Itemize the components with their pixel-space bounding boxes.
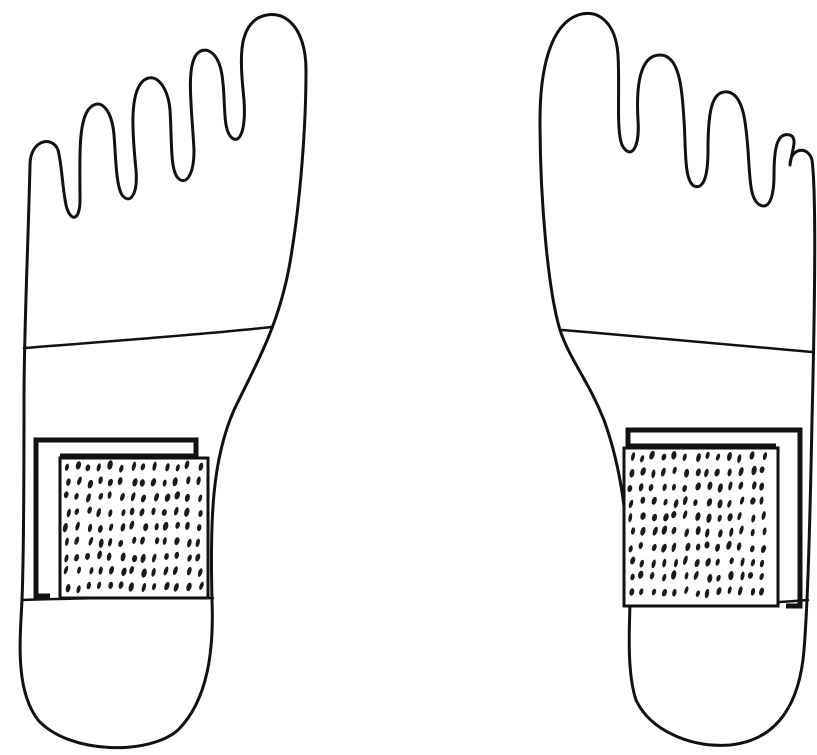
left-foot-outline [20, 14, 306, 747]
right-foot-outline [540, 13, 815, 745]
right-foot [540, 13, 815, 745]
left-foot [20, 14, 306, 747]
